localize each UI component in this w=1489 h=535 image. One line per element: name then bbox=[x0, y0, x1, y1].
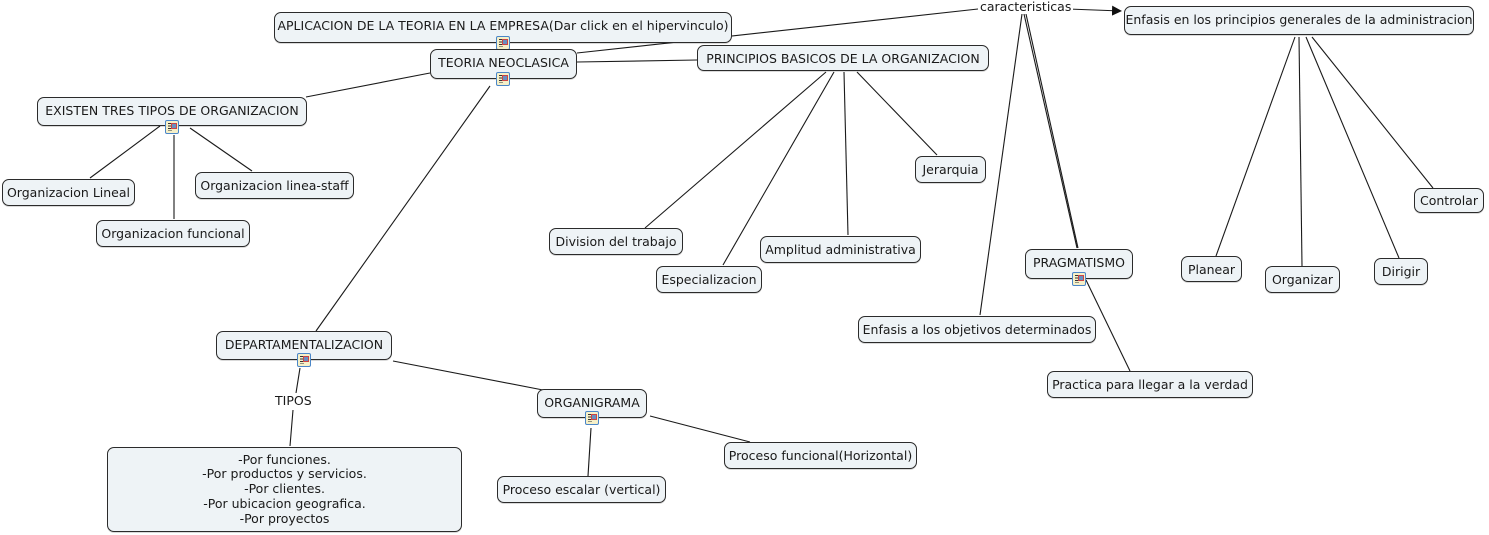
node-label: Amplitud administrativa bbox=[765, 242, 916, 257]
node-label: APLICACION DE LA TEORIA EN LA EMPRESA(Da… bbox=[277, 18, 729, 33]
edge-principios-amplitud bbox=[843, 71, 849, 236]
node-label: Especializacion bbox=[661, 272, 757, 287]
edge-enfasis-dirigir bbox=[1305, 36, 1400, 259]
edge-organigrama-escalar bbox=[587, 427, 592, 477]
document-image-icon[interactable] bbox=[496, 36, 510, 50]
tipo-item: -Por clientes. bbox=[244, 481, 325, 497]
node-organizacion-funcional[interactable]: Organizacion funcional bbox=[96, 220, 250, 247]
document-image-icon[interactable] bbox=[585, 411, 599, 425]
node-label: TEORIA NEOCLASICA bbox=[438, 55, 569, 70]
edge-teoria-existen bbox=[305, 72, 431, 98]
node-principios-basicos[interactable]: PRINCIPIOS BASICOS DE LA ORGANIZACION bbox=[697, 45, 989, 71]
node-label: ORGANIGRAMA bbox=[544, 395, 640, 410]
edge-teoria-departamentalizacion bbox=[315, 85, 491, 332]
tipo-item: -Por productos y servicios. bbox=[202, 466, 367, 482]
node-organizar[interactable]: Organizar bbox=[1265, 266, 1340, 293]
node-label: Planear bbox=[1187, 261, 1236, 277]
node-label: EXISTEN TRES TIPOS DE ORGANIZACION bbox=[45, 103, 299, 118]
node-practica-verdad[interactable]: Practica para llegar a la verdad bbox=[1047, 371, 1253, 398]
edge-caracteristicas-enfasis bbox=[1067, 5, 1122, 16]
document-image-icon[interactable] bbox=[496, 72, 510, 86]
node-label: Controlar bbox=[1420, 193, 1478, 208]
node-especializacion[interactable]: Especializacion bbox=[656, 266, 762, 293]
edge-depto-tipos bbox=[295, 367, 301, 394]
node-organizacion-lineal[interactable]: Organizacion Lineal bbox=[2, 179, 135, 206]
tipo-item: -Por ubicacion geografica. bbox=[203, 495, 366, 511]
node-label: Practica para llegar a la verdad bbox=[1052, 377, 1248, 392]
edge-pragmatismo-practica bbox=[1085, 279, 1131, 372]
edge-teoria-principios bbox=[576, 59, 698, 63]
node-enfasis-objetivos[interactable]: Enfasis a los objetivos determinados bbox=[858, 316, 1096, 343]
node-label: Division del trabajo bbox=[555, 234, 677, 249]
node-departamentalizacion[interactable]: DEPARTAMENTALIZACION bbox=[216, 331, 392, 360]
edge-caracteristicas-objetivos bbox=[979, 13, 1023, 316]
node-label: PRAGMATISMO bbox=[1033, 255, 1125, 270]
node-tipos-departamentalizacion[interactable]: -Por funciones. -Por productos y servici… bbox=[107, 447, 462, 532]
edge-depto-organigrama bbox=[392, 360, 544, 391]
node-proceso-escalar[interactable]: Proceso escalar (vertical) bbox=[497, 476, 666, 503]
node-label: Organizar bbox=[1271, 272, 1334, 287]
node-enfasis-principios[interactable]: Enfasis en los principios generales de l… bbox=[1124, 6, 1474, 35]
document-image-icon[interactable] bbox=[297, 353, 311, 367]
node-jerarquia[interactable]: Jerarquia bbox=[915, 156, 986, 183]
node-label: Enfasis a los objetivos determinados bbox=[862, 322, 1092, 337]
document-image-icon[interactable] bbox=[165, 120, 179, 134]
edge-principios-especializacion bbox=[722, 71, 835, 266]
node-label: Organizacion linea-staff bbox=[200, 178, 349, 193]
edge-enfasis-organizar bbox=[1298, 36, 1303, 267]
edge-principios-division bbox=[644, 71, 827, 229]
node-label: DEPARTAMENTALIZACION bbox=[224, 337, 384, 352]
node-organizacion-linea-staff[interactable]: Organizacion linea-staff bbox=[195, 172, 354, 199]
edge-existen-staff bbox=[189, 127, 253, 172]
node-proceso-funcional[interactable]: Proceso funcional(Horizontal) bbox=[724, 442, 917, 469]
edge-caracteristicas-pragmatismo bbox=[1023, 13, 1078, 249]
edge-tipos-list bbox=[289, 409, 294, 447]
edge-enfasis-controlar bbox=[1311, 36, 1434, 189]
node-amplitud-administrativa[interactable]: Amplitud administrativa bbox=[760, 236, 921, 263]
edge-teoria-caracteristicas bbox=[576, 8, 979, 54]
node-label: Jerarquia bbox=[922, 162, 979, 177]
node-label: Proceso escalar (vertical) bbox=[502, 482, 661, 497]
node-planear[interactable]: Planear bbox=[1181, 256, 1242, 282]
node-label: PRINCIPIOS BASICOS DE LA ORGANIZACION bbox=[706, 51, 980, 66]
tipo-item: -Por funciones. bbox=[238, 451, 331, 467]
edge-existen-lineal bbox=[89, 125, 161, 179]
node-controlar[interactable]: Controlar bbox=[1414, 188, 1484, 213]
linking-phrase-tipos[interactable]: TIPOS bbox=[273, 393, 314, 408]
edge-enfasis-planear bbox=[1215, 36, 1296, 257]
tipo-item: -Por proyectos bbox=[239, 510, 330, 526]
node-label: Organizacion Lineal bbox=[6, 185, 131, 200]
linking-phrase-caracteristicas[interactable]: caracteristicas bbox=[978, 0, 1074, 14]
edge-principios-jerarquia bbox=[856, 71, 938, 156]
document-image-icon[interactable] bbox=[1072, 272, 1086, 286]
edge-organigrama-funcional bbox=[649, 415, 751, 443]
node-label: Enfasis en los principios generales de l… bbox=[1125, 12, 1473, 27]
node-division-trabajo[interactable]: Division del trabajo bbox=[549, 228, 683, 255]
node-label: Organizacion funcional bbox=[101, 226, 245, 241]
node-dirigir[interactable]: Dirigir bbox=[1374, 258, 1428, 285]
node-label: Proceso funcional(Horizontal) bbox=[728, 448, 913, 463]
edge-caracteristicas-pragmatismo-2 bbox=[1025, 13, 1079, 249]
node-label: Dirigir bbox=[1381, 264, 1421, 279]
